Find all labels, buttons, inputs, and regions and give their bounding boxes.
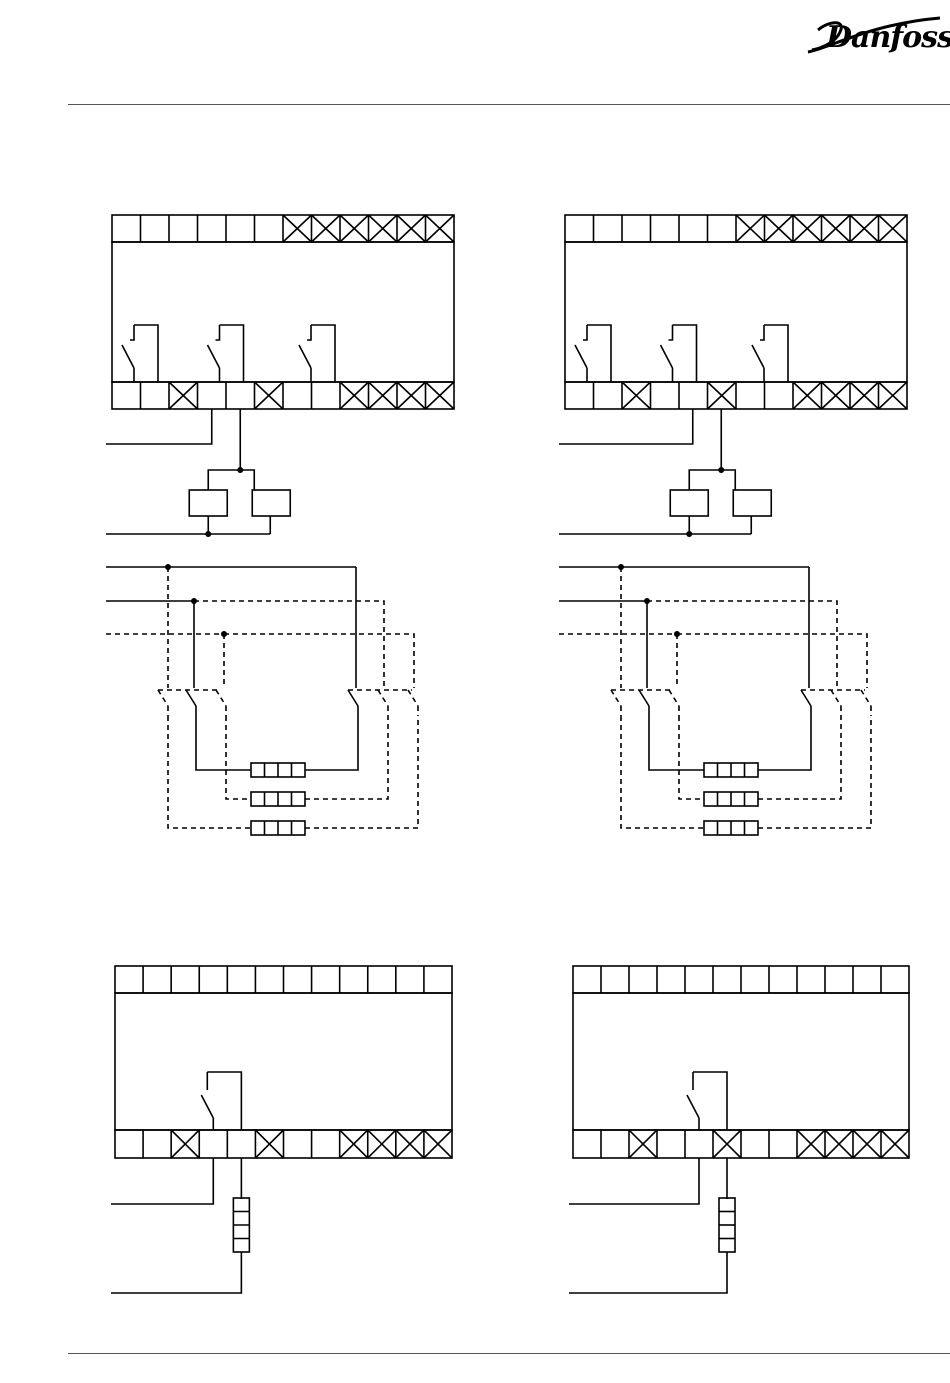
k1-blade-2 (186, 690, 196, 706)
k2-blade-3 (216, 690, 226, 706)
relay-2-blade (299, 345, 311, 368)
coil-k1 (189, 490, 227, 516)
k1-blade-1 (801, 690, 811, 706)
phase-wire (111, 1158, 213, 1204)
relay-bracket (207, 1072, 241, 1130)
k2-blade-5 (861, 690, 871, 706)
relay-2-blade (752, 345, 764, 368)
phase-wire (559, 409, 693, 444)
k2-blade-1 (611, 690, 621, 706)
k2-blade-5 (408, 690, 418, 706)
relay-1-blade (208, 345, 220, 368)
controller-housing (573, 993, 909, 1130)
relay-2 (307, 325, 311, 340)
k1-blade-2 (639, 690, 649, 706)
heater-1-right (305, 716, 358, 770)
coil-k2 (733, 490, 771, 516)
relay-blade (687, 1095, 699, 1118)
diagram-top-right (559, 215, 907, 835)
contactor-k2-l3 (677, 634, 867, 688)
relay-0 (583, 325, 587, 340)
relay-0 (130, 325, 134, 340)
relay-1-bracket (220, 325, 244, 382)
relay-0-bracket (587, 325, 611, 382)
heater-1-left (196, 716, 251, 770)
relay-2-bracket (764, 325, 788, 382)
heater-1-left (649, 716, 704, 770)
relay-1 (216, 325, 220, 340)
heater-3-right (305, 716, 418, 828)
phase-wire (106, 409, 212, 444)
contactor-k2-l3 (224, 634, 414, 688)
neutral-wire (111, 1252, 241, 1293)
diagram-bottom-right (569, 966, 909, 1293)
relay-0-bracket (134, 325, 158, 382)
coil-junction-bottom (686, 531, 692, 537)
relay-2-bracket (311, 325, 335, 382)
neutral-wire (569, 1252, 727, 1293)
relay-bracket (693, 1072, 727, 1130)
heater-3-left (621, 716, 704, 828)
phase-wire (569, 1158, 699, 1204)
coil-k1 (670, 490, 708, 516)
k2-blade-1 (158, 690, 168, 706)
coil-k2 (252, 490, 290, 516)
controller-housing (565, 242, 907, 382)
k2-blade-4 (831, 690, 841, 706)
relay-1 (669, 325, 673, 340)
relay-1-blade (661, 345, 673, 368)
k2-blade-3 (669, 690, 679, 706)
diagram-bottom-left (111, 966, 452, 1293)
heater-2-right (305, 716, 388, 799)
heater-1-right (758, 716, 811, 770)
heater-2-left (679, 716, 704, 799)
controller-housing (112, 242, 454, 382)
heater-3-left (168, 716, 251, 828)
coil-split (689, 470, 735, 490)
heater-2-left (226, 716, 251, 799)
heater-3-right (758, 716, 871, 828)
relay-blade (201, 1095, 213, 1118)
coil-junction-bottom (205, 531, 211, 537)
k1-blade-1 (348, 690, 358, 706)
controller-housing (115, 993, 452, 1130)
heater-2-right (758, 716, 841, 799)
relay-0-blade (575, 345, 587, 368)
diagram-top-left (106, 215, 454, 835)
k2-blade-4 (378, 690, 388, 706)
relay-0-blade (122, 345, 134, 368)
relay-2 (760, 325, 764, 340)
relay-1-bracket (673, 325, 697, 382)
coil-split (208, 470, 254, 490)
